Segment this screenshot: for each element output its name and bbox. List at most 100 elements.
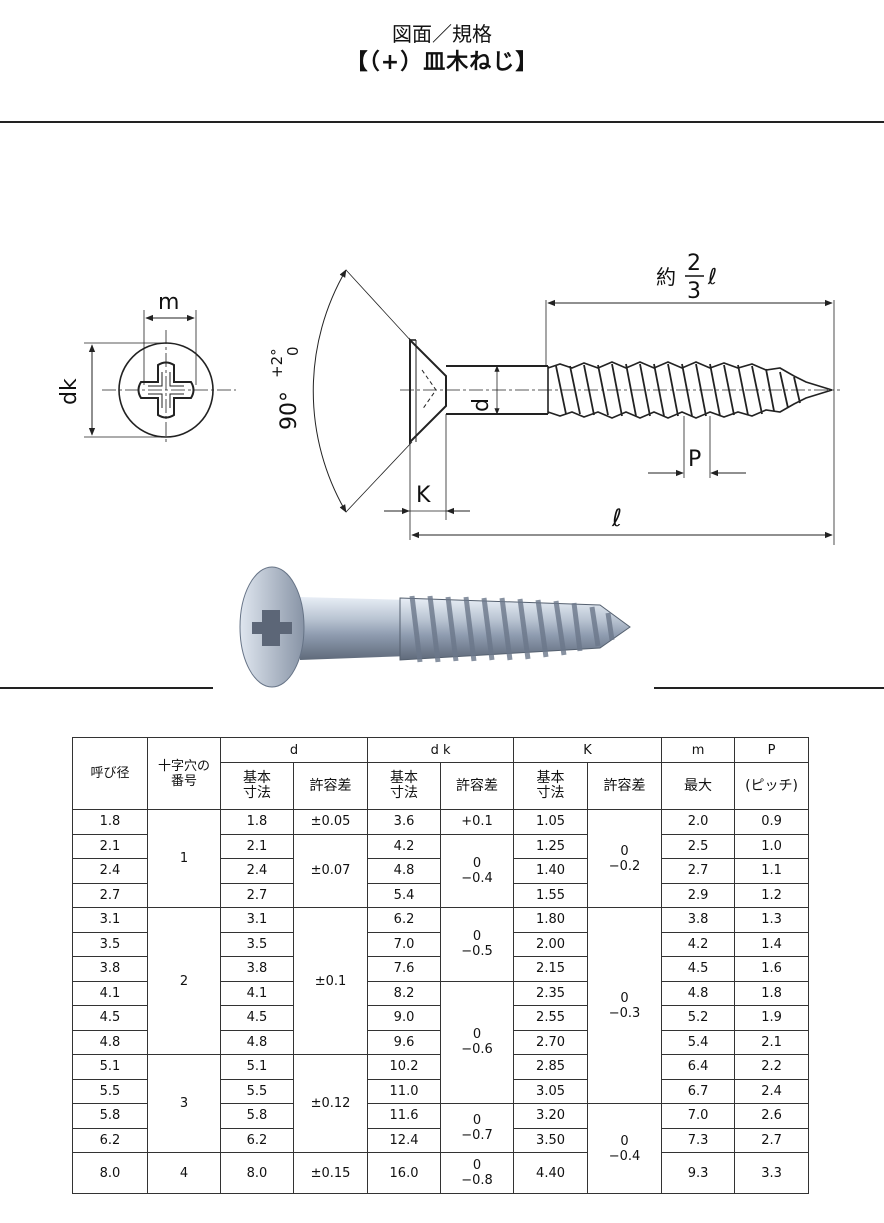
cell-dk-tol-top: 0 [472,855,482,871]
cell-d: 2.7 [220,882,294,908]
cell-k: 2.15 [513,956,589,982]
cell-k: 2.35 [513,980,589,1006]
cell-m: 2.5 [661,833,736,859]
cell-m: 7.0 [661,1103,736,1129]
cell-nominal: 2.1 [72,833,148,859]
cell-d: 3.1 [220,907,294,933]
cell-k: 1.55 [513,882,589,908]
cell-d-tol: ±0.12 [292,1054,369,1153]
cell-d: 2.1 [220,833,294,859]
header-dk: d k [367,737,515,763]
cell-p: 2.4 [734,1078,810,1104]
cell-dk: 5.4 [367,882,442,908]
cell-dk: 16.0 [367,1152,442,1194]
label-m: m [158,290,179,315]
screw-drawing: m dk 90° +2° 0 d K P ℓ 約 2 3 ℓ [57,251,840,545]
cell-m: 4.2 [661,931,736,957]
cell-m: 5.4 [661,1029,736,1055]
cell-dk: 9.6 [367,1029,442,1055]
cell-p: 1.1 [734,858,810,884]
cell-dk-tol: +0.1 [440,809,515,835]
cell-dk-tol-bottom: −0.4 [461,870,493,886]
header-m-max: 最大 [661,762,736,810]
label-dk: dk [57,378,82,405]
screw-side-view [400,337,840,445]
cell-k-tol-bottom: −0.3 [608,1005,641,1021]
cell-p: 1.2 [734,882,810,908]
cell-p: 3.3 [734,1152,810,1194]
cell-p: 1.0 [734,833,810,859]
cell-dk-tol-bottom: −0.6 [461,1042,493,1058]
cell-nominal: 8.0 [72,1152,148,1194]
cell-dk: 9.0 [367,1005,442,1031]
cell-k-tol-top: 0 [620,1133,629,1149]
cell-d: 5.8 [220,1103,294,1129]
left-divider [0,687,213,689]
cell-nominal: 5.5 [72,1078,148,1104]
cell-k-tol-top: 0 [620,843,629,859]
cell-nominal: 3.8 [72,956,148,982]
cell-d: 3.8 [220,956,294,982]
cell-dk-tol: 0−0.4 [440,833,515,908]
cell-k: 3.50 [513,1127,589,1153]
cell-k: 4.40 [513,1152,589,1194]
cell-nominal: 2.7 [72,882,148,908]
top-divider [0,121,884,123]
cell-dk-tol-top: 0 [472,1158,482,1173]
cell-k: 2.85 [513,1054,589,1080]
cell-k-tol: 0−0.4 [587,1103,663,1194]
label-tol-plus: +2° [268,348,286,378]
cell-m: 2.0 [661,809,736,835]
cell-nominal: 3.5 [72,931,148,957]
head-top-view [84,310,236,445]
cell-m: 9.3 [661,1152,736,1194]
header-d: d [219,737,369,763]
cell-k: 1.25 [513,833,589,859]
cell-dk: 6.2 [367,907,442,933]
cell-p: 2.2 [734,1054,810,1080]
cell-m: 6.7 [661,1078,736,1104]
cell-d: 4.8 [220,1029,294,1055]
header-d-basic: 基本寸法 [220,762,294,810]
cell-nominal: 4.1 [72,980,148,1006]
cell-k-tol: 0−0.2 [587,809,663,908]
cell-m: 4.5 [661,956,736,982]
cell-k: 2.70 [513,1029,589,1055]
cell-k: 1.40 [513,858,589,884]
cell-m: 3.8 [661,907,736,933]
header-p-pitch: (ピッチ) [734,762,810,810]
header-k-basic: 基本寸法 [513,762,589,810]
cell-p: 2.7 [734,1127,810,1153]
cell-dk: 10.2 [367,1054,442,1080]
label-d: d [469,398,494,412]
cell-nominal: 5.1 [72,1054,148,1080]
angle-arc [312,269,347,513]
cell-k: 1.05 [513,809,589,835]
cell-dk: 7.0 [367,931,442,957]
cell-dk: 8.2 [367,980,442,1006]
cell-nominal: 1.8 [72,809,148,835]
cell-dk-tol-bottom: −0.7 [461,1128,493,1143]
cell-m: 5.2 [661,1005,736,1031]
cell-d-tol: ±0.1 [292,907,369,1055]
cell-dk: 7.6 [367,956,442,982]
cell-d: 5.5 [220,1078,294,1104]
cell-p: 1.8 [734,980,810,1006]
cell-dk: 12.4 [367,1127,442,1153]
cell-p: 2.1 [734,1029,810,1055]
label-tol-zero: 0 [284,346,302,356]
label-frac-num: 2 [687,251,701,276]
cell-dk: 4.2 [367,833,442,859]
cell-d: 6.2 [220,1127,294,1153]
right-divider [654,687,884,689]
label-approx: 約 [656,265,676,289]
cell-cross-no: 4 [147,1152,221,1194]
cell-k: 3.20 [513,1103,589,1129]
